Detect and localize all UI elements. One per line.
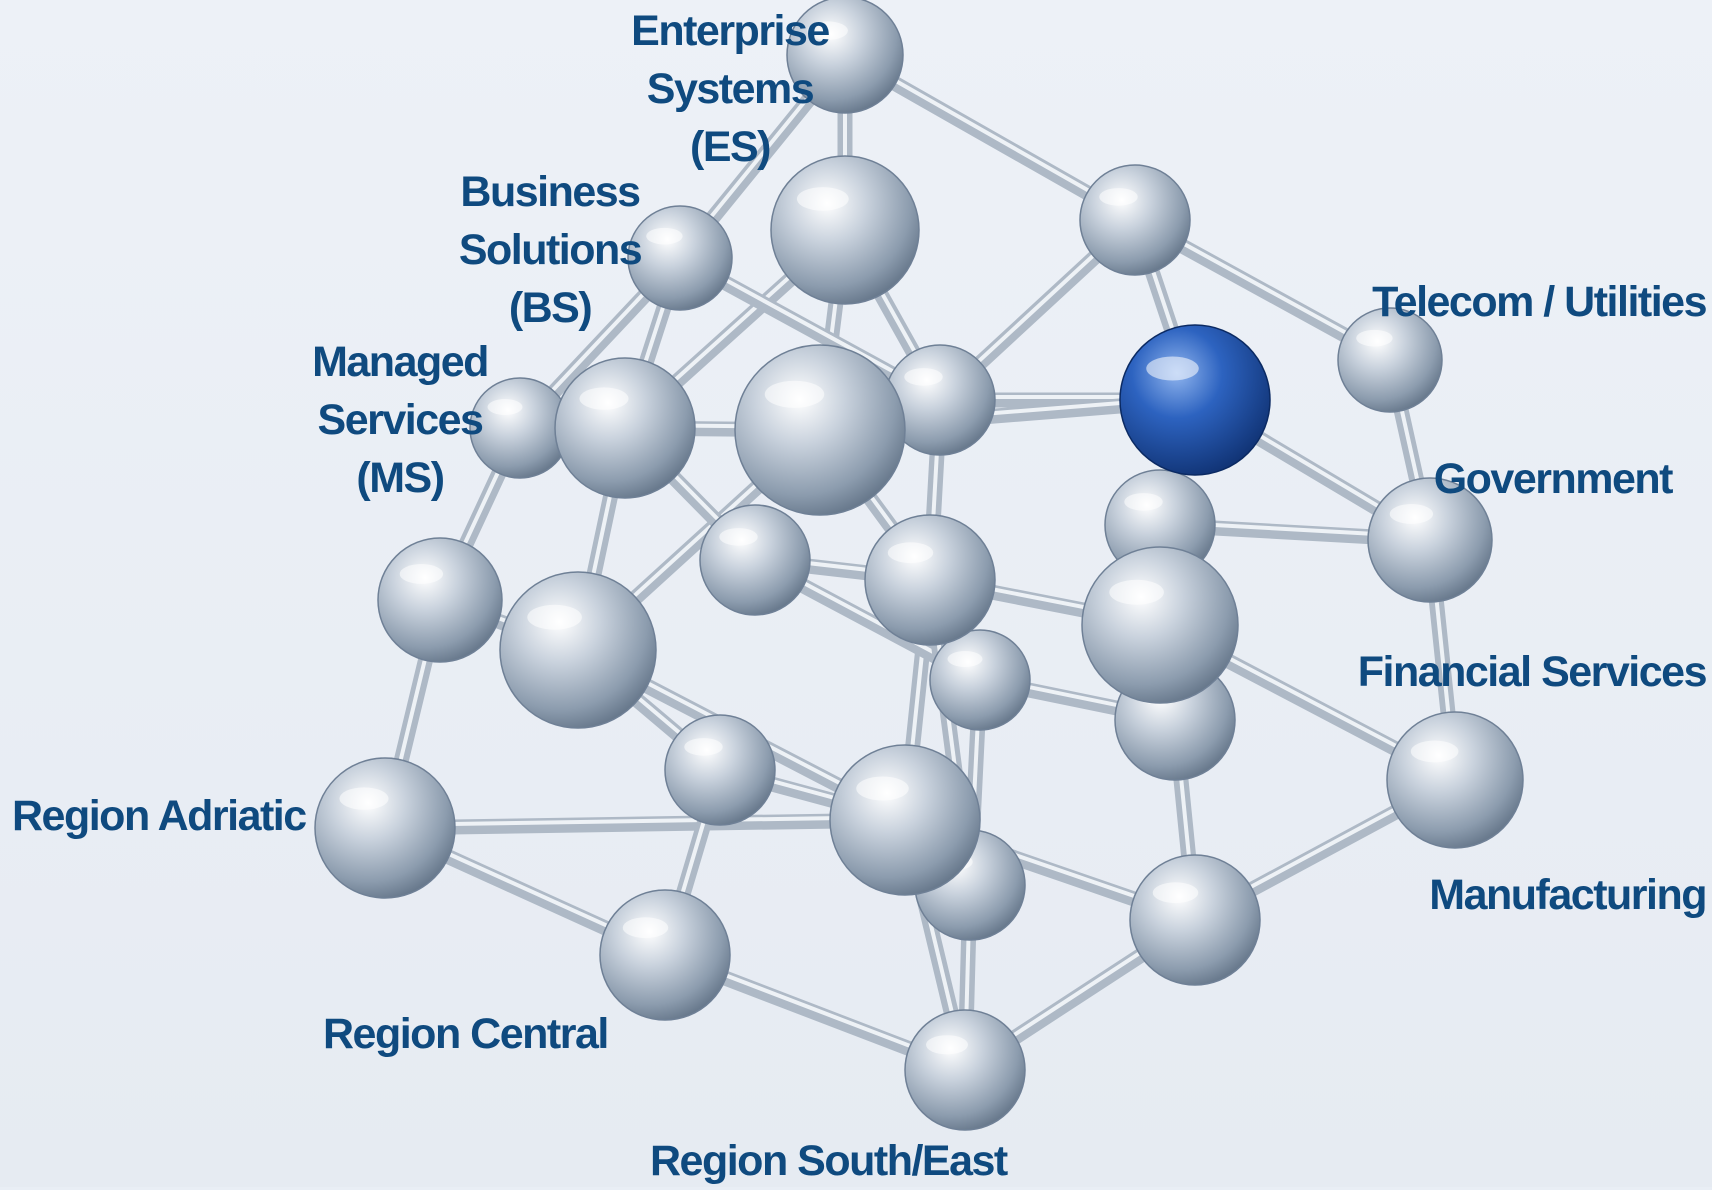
sphere-shine <box>622 917 669 939</box>
sphere-shine <box>487 399 523 415</box>
label-government: Government <box>1433 455 1674 503</box>
label-business-line3: (BS) <box>508 284 593 332</box>
label-enterprise-line1: Enterprise <box>631 7 830 55</box>
sphere-node <box>599 889 731 1021</box>
sphere-shine <box>1146 356 1199 381</box>
label-enterprise-line2: Systems <box>646 65 815 113</box>
sphere-node <box>1079 164 1191 276</box>
sphere-shine <box>646 227 683 245</box>
sphere-node <box>664 714 776 826</box>
sphere-shine <box>1410 740 1459 763</box>
sphere-shine <box>1356 329 1393 347</box>
sphere-shine <box>947 651 983 667</box>
highlighted-sphere-node <box>1119 324 1271 476</box>
label-enterprise-line3: (ES) <box>690 123 772 171</box>
sphere-shine <box>1099 188 1138 206</box>
label-region-central: Region Central <box>323 1010 609 1058</box>
sphere-node <box>770 155 920 305</box>
label-managed-line1: Managed <box>312 338 489 386</box>
sphere-shine <box>719 528 758 546</box>
sphere-shine <box>1109 579 1164 605</box>
sphere-shine <box>887 542 934 564</box>
sphere-shine <box>579 387 629 410</box>
sphere-shine <box>764 380 825 408</box>
sphere-shine <box>684 738 723 756</box>
label-region-south-east: Region South/East <box>650 1137 1008 1185</box>
sphere-node <box>734 344 906 516</box>
label-managed-line3: (MS) <box>356 454 445 502</box>
spheres-group <box>314 0 1524 1131</box>
sphere-node <box>499 571 657 729</box>
sphere-node <box>554 357 696 499</box>
sphere-node <box>377 537 503 663</box>
sphere-node <box>864 514 996 646</box>
sphere-node <box>314 757 456 899</box>
sphere-shine <box>339 787 389 810</box>
sphere-shine <box>399 564 444 584</box>
label-financial-services: Financial Services <box>1357 648 1708 696</box>
sphere-shine <box>527 604 582 630</box>
connector-rod <box>377 812 913 836</box>
label-region-adriatic: Region Adriatic <box>12 792 307 840</box>
sphere-shine <box>926 1035 968 1055</box>
label-manufacturing: Manufacturing <box>1429 871 1707 919</box>
sphere-shine <box>856 776 909 801</box>
label-business-line1: Business <box>460 168 641 216</box>
sphere-node <box>1386 711 1524 849</box>
sphere-node <box>1081 546 1239 704</box>
sphere-shine <box>796 187 849 211</box>
label-managed-line2: Services <box>317 396 484 444</box>
sphere-shine <box>1152 882 1199 904</box>
sphere-node <box>929 629 1031 731</box>
label-managed-services: Managed Services (MS) <box>270 333 530 507</box>
sphere-node <box>699 504 811 616</box>
connector-rod-highlight <box>384 815 906 827</box>
label-business-line2: Solutions <box>458 226 643 274</box>
sphere-node <box>904 1009 1026 1131</box>
sphere-shine <box>904 368 943 386</box>
sphere-node <box>1129 854 1261 986</box>
label-business-solutions: Business Solutions (BS) <box>420 163 680 337</box>
label-telecom-utilities: Telecom / Utilities <box>1372 278 1707 326</box>
sphere-shine <box>1124 493 1163 511</box>
label-enterprise-systems: Enterprise Systems (ES) <box>600 2 860 176</box>
sphere-shine <box>1389 504 1434 524</box>
sphere-shine <box>807 21 848 40</box>
sphere-node <box>829 744 981 896</box>
